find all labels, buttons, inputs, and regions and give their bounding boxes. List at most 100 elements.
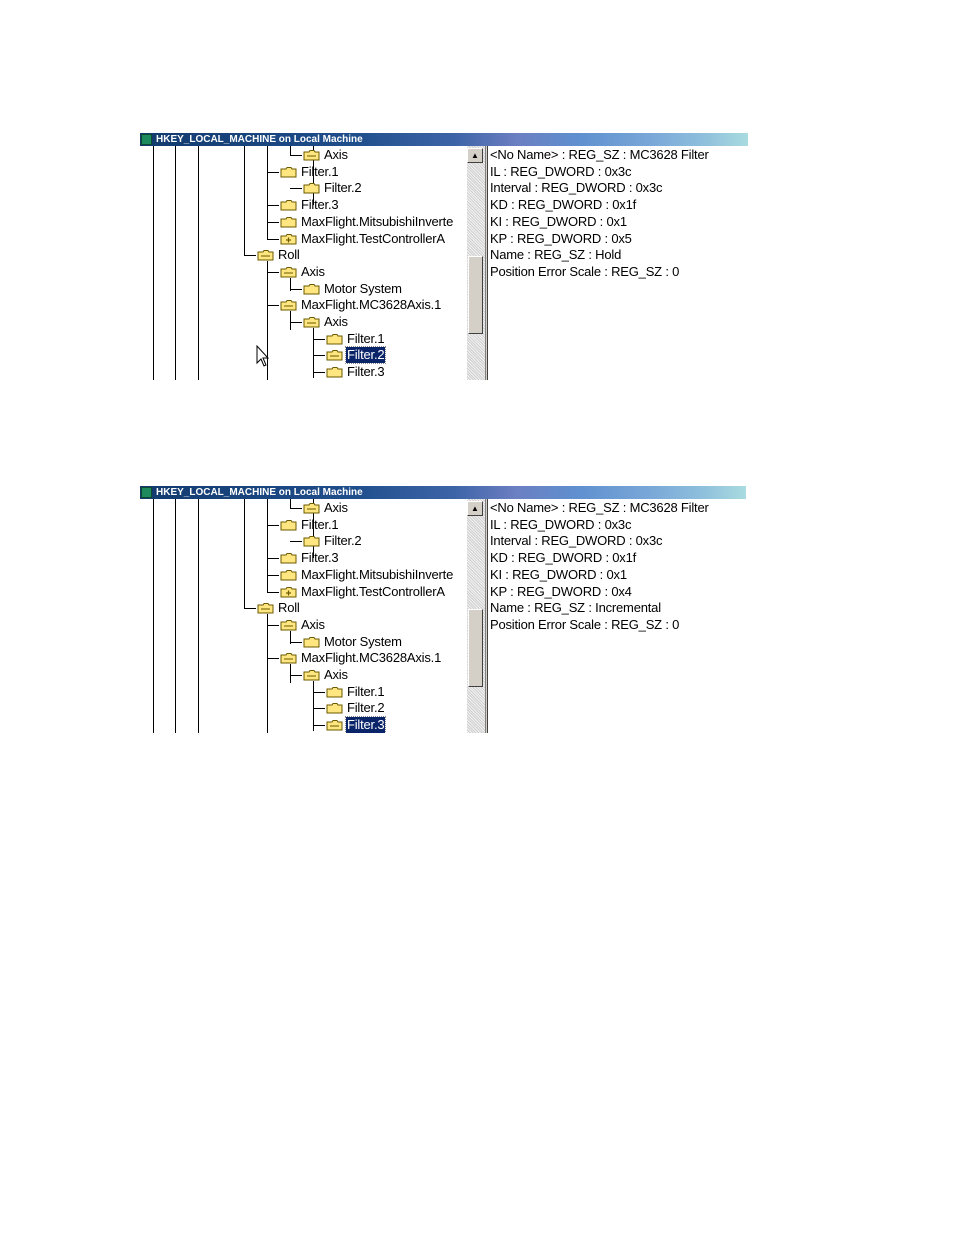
tree-node-label: Roll (278, 600, 300, 616)
registry-value-row[interactable]: <No Name> : REG_SZ : MC3628 Filter (490, 147, 709, 162)
tree-branch-line (267, 558, 279, 560)
scroll-thumb[interactable] (468, 609, 483, 687)
tree-node-label: Filter.1 (301, 163, 339, 179)
folder-open-icon (280, 300, 297, 311)
tree-node-label: Axis (324, 500, 348, 515)
tree-branch-line (313, 725, 325, 727)
folder-icon (280, 216, 297, 228)
tree-branch-line (244, 608, 256, 610)
tree-guide-line (244, 499, 245, 609)
tree-branch-line (290, 641, 302, 643)
scroll-up-button[interactable]: ▲ (467, 148, 483, 163)
tree-node-label: MaxFlight.MitsubishiInverte (301, 213, 454, 229)
tree-branch-line (313, 355, 325, 357)
tree-guide-line (290, 499, 291, 508)
tree-guide-line (267, 614, 268, 733)
tree-node-label: Axis (324, 667, 348, 682)
registry-value-row[interactable]: Position Error Scale : REG_SZ : 0 (490, 616, 680, 632)
tree-node-label: Filter.1 (347, 683, 385, 699)
tree-branch-line (267, 305, 279, 307)
registry-value-row[interactable]: KI : REG_DWORD : 0x1 (490, 566, 627, 582)
tree-branch-line (267, 574, 279, 576)
folder-open-icon (303, 670, 320, 681)
folder-open-icon (326, 350, 343, 361)
folder-open-icon (280, 266, 297, 278)
mouse-pointer-icon (256, 345, 270, 367)
tree-node-label-selected: Filter.3 (344, 716, 387, 733)
registry-window-1: HKEY_LOCAL_MACHINE on Local Machine Axis… (140, 133, 748, 380)
tree-branch-line (290, 508, 302, 509)
registry-value-row[interactable]: KD : REG_DWORD : 0x1f (490, 550, 637, 566)
pane-splitter[interactable] (485, 146, 488, 380)
tree-branch-line (267, 658, 279, 660)
tree-node-label: Motor System (324, 280, 402, 296)
folder-icon (303, 636, 320, 648)
folder-icon (280, 569, 297, 581)
tree-branch-line (267, 221, 279, 223)
folder-open-icon (303, 150, 320, 161)
folder-icon (326, 367, 343, 378)
tree-guide-line (290, 664, 291, 683)
tree-branch-line (290, 675, 302, 676)
registry-value-row[interactable]: Position Error Scale : REG_SZ : 0 (490, 263, 680, 279)
tree-guide-line (153, 499, 154, 733)
registry-value-row[interactable]: Name : REG_SZ : Incremental (490, 600, 661, 616)
tree-scrollbar[interactable]: ▲ (467, 146, 485, 380)
tree-branch-line (267, 524, 279, 526)
tree-branch-line (313, 708, 325, 710)
folder-icon (326, 686, 343, 698)
scroll-up-button[interactable]: ▲ (467, 501, 483, 516)
tree-node-label: Motor System (324, 633, 402, 649)
registry-value-row[interactable]: KD : REG_DWORD : 0x1f (490, 197, 637, 213)
folder-plus-icon (280, 586, 297, 597)
tree-guide-line (290, 277, 291, 291)
tree-node-label: Roll (278, 247, 300, 263)
registry-value-row[interactable]: <No Name> : REG_SZ : MC3628 Filter (490, 500, 709, 515)
tree-guide-line (267, 499, 268, 592)
folder-icon (280, 166, 297, 178)
tree-guide-line (244, 146, 245, 256)
tree-branch-line (267, 624, 279, 626)
folder-icon (326, 703, 343, 714)
window-title-bar[interactable]: HKEY_LOCAL_MACHINE on Local Machine (140, 133, 748, 146)
registry-value-row[interactable]: Interval : REG_DWORD : 0x3c (490, 180, 663, 196)
window-title: HKEY_LOCAL_MACHINE on Local Machine (156, 134, 363, 145)
tree-node-label: Filter.1 (347, 330, 385, 346)
registry-value-row[interactable]: KP : REG_DWORD : 0x4 (490, 583, 632, 599)
registry-value-row[interactable]: Name : REG_SZ : Hold (490, 247, 622, 263)
folder-icon (303, 183, 320, 194)
tree-branch-line (290, 155, 302, 156)
folder-icon (303, 536, 320, 547)
tree-branch-line (267, 171, 279, 173)
folder-open-icon (257, 250, 274, 261)
registry-value-row[interactable]: KI : REG_DWORD : 0x1 (490, 213, 627, 229)
tree-scrollbar[interactable]: ▲ (467, 499, 485, 733)
window-title-bar[interactable]: HKEY_LOCAL_MACHINE on Local Machine (140, 486, 746, 499)
tree-branch-line (267, 205, 279, 207)
pane-splitter[interactable] (485, 499, 488, 733)
folder-open-icon (280, 653, 297, 664)
window-title: HKEY_LOCAL_MACHINE on Local Machine (156, 487, 363, 498)
registry-value-row[interactable]: KP : REG_DWORD : 0x5 (490, 230, 632, 246)
folder-open-icon (280, 619, 297, 631)
folder-open-icon (303, 317, 320, 328)
tree-node-label: MaxFlight.MitsubishiInverte (301, 566, 454, 582)
registry-value-row[interactable]: IL : REG_DWORD : 0x3c (490, 163, 632, 179)
tree-node-label: Filter.3 (347, 364, 385, 380)
tree-guide-line (198, 146, 199, 380)
tree-branch-line (313, 338, 325, 340)
registry-value-row[interactable]: Interval : REG_DWORD : 0x3c (490, 533, 663, 549)
tree-branch-line (267, 271, 279, 273)
registry-value-row[interactable]: IL : REG_DWORD : 0x3c (490, 516, 632, 532)
scroll-thumb[interactable] (468, 256, 483, 334)
tree-branch-line (290, 188, 302, 190)
tree-node-label: Filter.2 (324, 180, 362, 196)
tree-node-label: Filter.1 (301, 516, 339, 532)
tree-branch-line (313, 691, 325, 693)
tree-node-label: Axis (301, 616, 325, 632)
tree-guide-line (267, 261, 268, 380)
tree-branch-line (313, 372, 325, 374)
